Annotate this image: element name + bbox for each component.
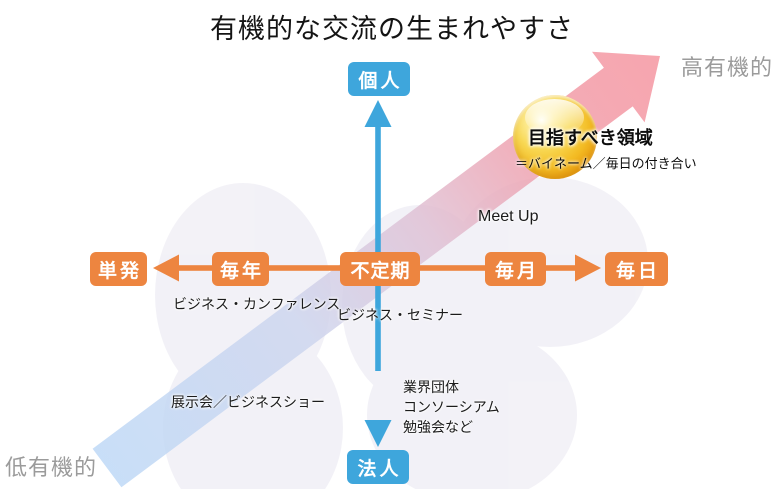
annotation-industry-groups: 業界団体 コンソーシアム 勉強会など — [403, 377, 500, 437]
axis-label-monthly: 毎月 — [485, 252, 546, 286]
axis-label-corporate: 法人 — [347, 450, 409, 484]
target-area-title: 目指すべき領域 — [528, 128, 653, 148]
vertical-axis-arrow — [364, 100, 392, 447]
background-ellipse — [367, 327, 577, 489]
ball-gloss-highlight — [524, 99, 584, 137]
background-ellipse — [452, 177, 648, 347]
annotation-business-conference: ビジネス・カンファレンス — [173, 296, 341, 312]
axis-label-yearly: 毎年 — [212, 252, 269, 286]
page-title: 有機的な交流の生まれやすさ — [210, 14, 574, 44]
target-area-ball — [513, 95, 597, 179]
annotation-tradeshow: 展示会／ビジネスショー — [171, 394, 325, 410]
annotation-industry-line2: コンソーシアム — [403, 399, 500, 415]
low-organic-label: 低有機的 — [5, 455, 98, 480]
axis-label-individual: 個人 — [348, 62, 410, 96]
axis-label-oneoff: 単発 — [90, 252, 147, 286]
high-organic-label: 高有機的 — [681, 55, 774, 80]
axis-label-irregular: 不定期 — [340, 252, 420, 286]
annotation-industry-line1: 業界団体 — [403, 379, 459, 395]
target-area-subtitle: ＝バイネーム／毎日の付き合い — [515, 156, 697, 171]
annotation-meetup: Meet Up — [478, 208, 539, 225]
axis-label-daily: 毎日 — [605, 252, 668, 286]
annotation-industry-line3: 勉強会など — [403, 419, 473, 435]
annotation-business-seminar: ビジネス・セミナー — [337, 307, 463, 323]
